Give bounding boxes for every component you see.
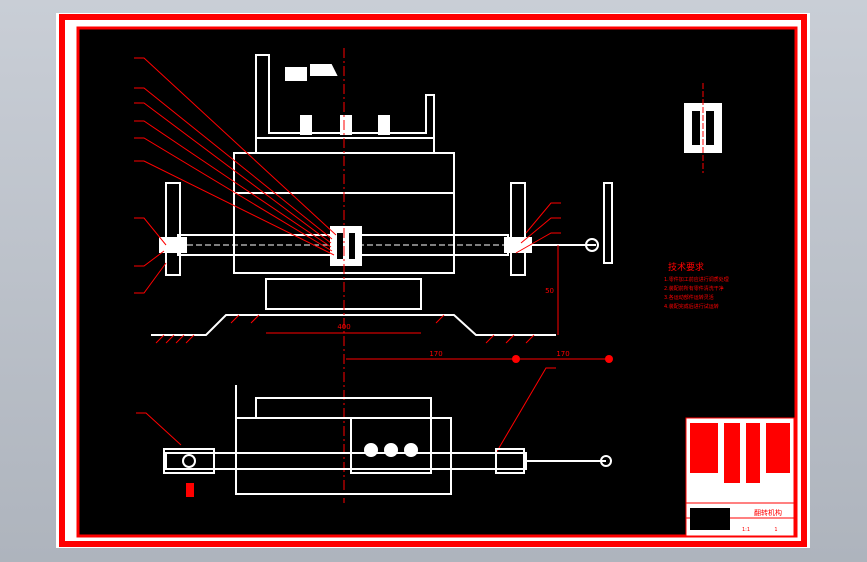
ground-line: [151, 314, 556, 336]
leader-10: [525, 202, 561, 234]
outer-frame: [59, 14, 807, 547]
top-knob-left: [285, 67, 307, 81]
title-block: 翻转机构 1:1 1: [685, 417, 795, 537]
plan-marker: [186, 483, 194, 497]
leader-6: [134, 160, 335, 256]
top-knob-right: [310, 64, 338, 76]
section-detail: [684, 83, 722, 173]
housing-cap: [255, 137, 435, 154]
tech-req-heading: 技术要求: [668, 261, 704, 273]
bracket-rib-2: [340, 115, 352, 135]
plan-housing: [235, 417, 452, 495]
leader-1: [134, 57, 337, 236]
title-block-drawing-title: 翻转机构: [754, 508, 782, 517]
tech-req-item-2: 2.装配前所有零件清洗干净: [664, 285, 724, 292]
coupling-slot-2: [349, 233, 355, 259]
dim-height: 50: [545, 287, 554, 295]
dim-slide-left: 170: [429, 350, 442, 358]
plan-hole-1: [364, 443, 378, 457]
tech-req-item-4: 4.装配完成后进行试运转: [664, 303, 719, 310]
bracket-rib-3: [378, 115, 390, 135]
front-view: [151, 54, 613, 336]
title-block-col-2: [746, 423, 760, 483]
leader-4: [134, 120, 332, 248]
title-block-scale: 1:1: [742, 527, 750, 533]
leader-14: [136, 412, 182, 446]
center-coupling: [330, 226, 362, 266]
leader-11: [520, 217, 561, 244]
handle-rod: [603, 182, 613, 264]
bracket-rib-1: [300, 115, 312, 135]
title-block-col-1: [724, 423, 740, 483]
dim-slide-right: 170: [556, 350, 569, 358]
leader-9: [134, 262, 167, 294]
title-block-parts-list: [690, 423, 718, 473]
dim-base-length: 400: [337, 323, 350, 331]
leader-13: [495, 367, 556, 454]
plan-left-end: [163, 448, 215, 474]
plan-hole-2: [384, 443, 398, 457]
dimension-lines: [266, 245, 609, 360]
leader-3: [134, 102, 332, 244]
title-block-sheet-no: 1: [774, 527, 777, 533]
title-block-signatures: [690, 508, 730, 530]
plan-window: [350, 417, 432, 474]
engineering-drawing: 400 170 170 50 技术要求 1.零件加工前应进行调质处理 2.装配前…: [59, 14, 807, 547]
title-block-col-3: [766, 423, 790, 473]
ground-hatch: [155, 314, 535, 344]
leader-8: [134, 250, 165, 267]
leader-5: [134, 137, 333, 252]
leader-7: [134, 217, 167, 246]
plan-right-end: [495, 448, 525, 474]
plan-hole-3: [404, 443, 418, 457]
dim-marker-1: [512, 355, 520, 363]
leader-2: [134, 87, 333, 240]
left-bearing: [159, 237, 187, 253]
dim-marker-2: [605, 355, 613, 363]
drawing-field: [76, 26, 798, 538]
drawing-sheet: 400 170 170 50 技术要求 1.零件加工前应进行调质处理 2.装配前…: [56, 13, 810, 548]
right-column: [510, 182, 526, 276]
coupling-slot-1: [337, 233, 343, 259]
plan-view: [163, 385, 612, 497]
leader-lines: [134, 57, 561, 454]
left-column: [165, 182, 181, 276]
tech-req-item-1: 1.零件加工前应进行调质处理: [664, 276, 729, 283]
plan-left-pin: [182, 454, 196, 468]
technical-requirements-block: 技术要求 1.零件加工前应进行调质处理 2.装配前所有零件清洗干净 3.各运动部…: [664, 261, 729, 310]
leader-12: [515, 232, 561, 254]
tech-req-item-3: 3.各运动部件运转灵活: [664, 294, 714, 301]
